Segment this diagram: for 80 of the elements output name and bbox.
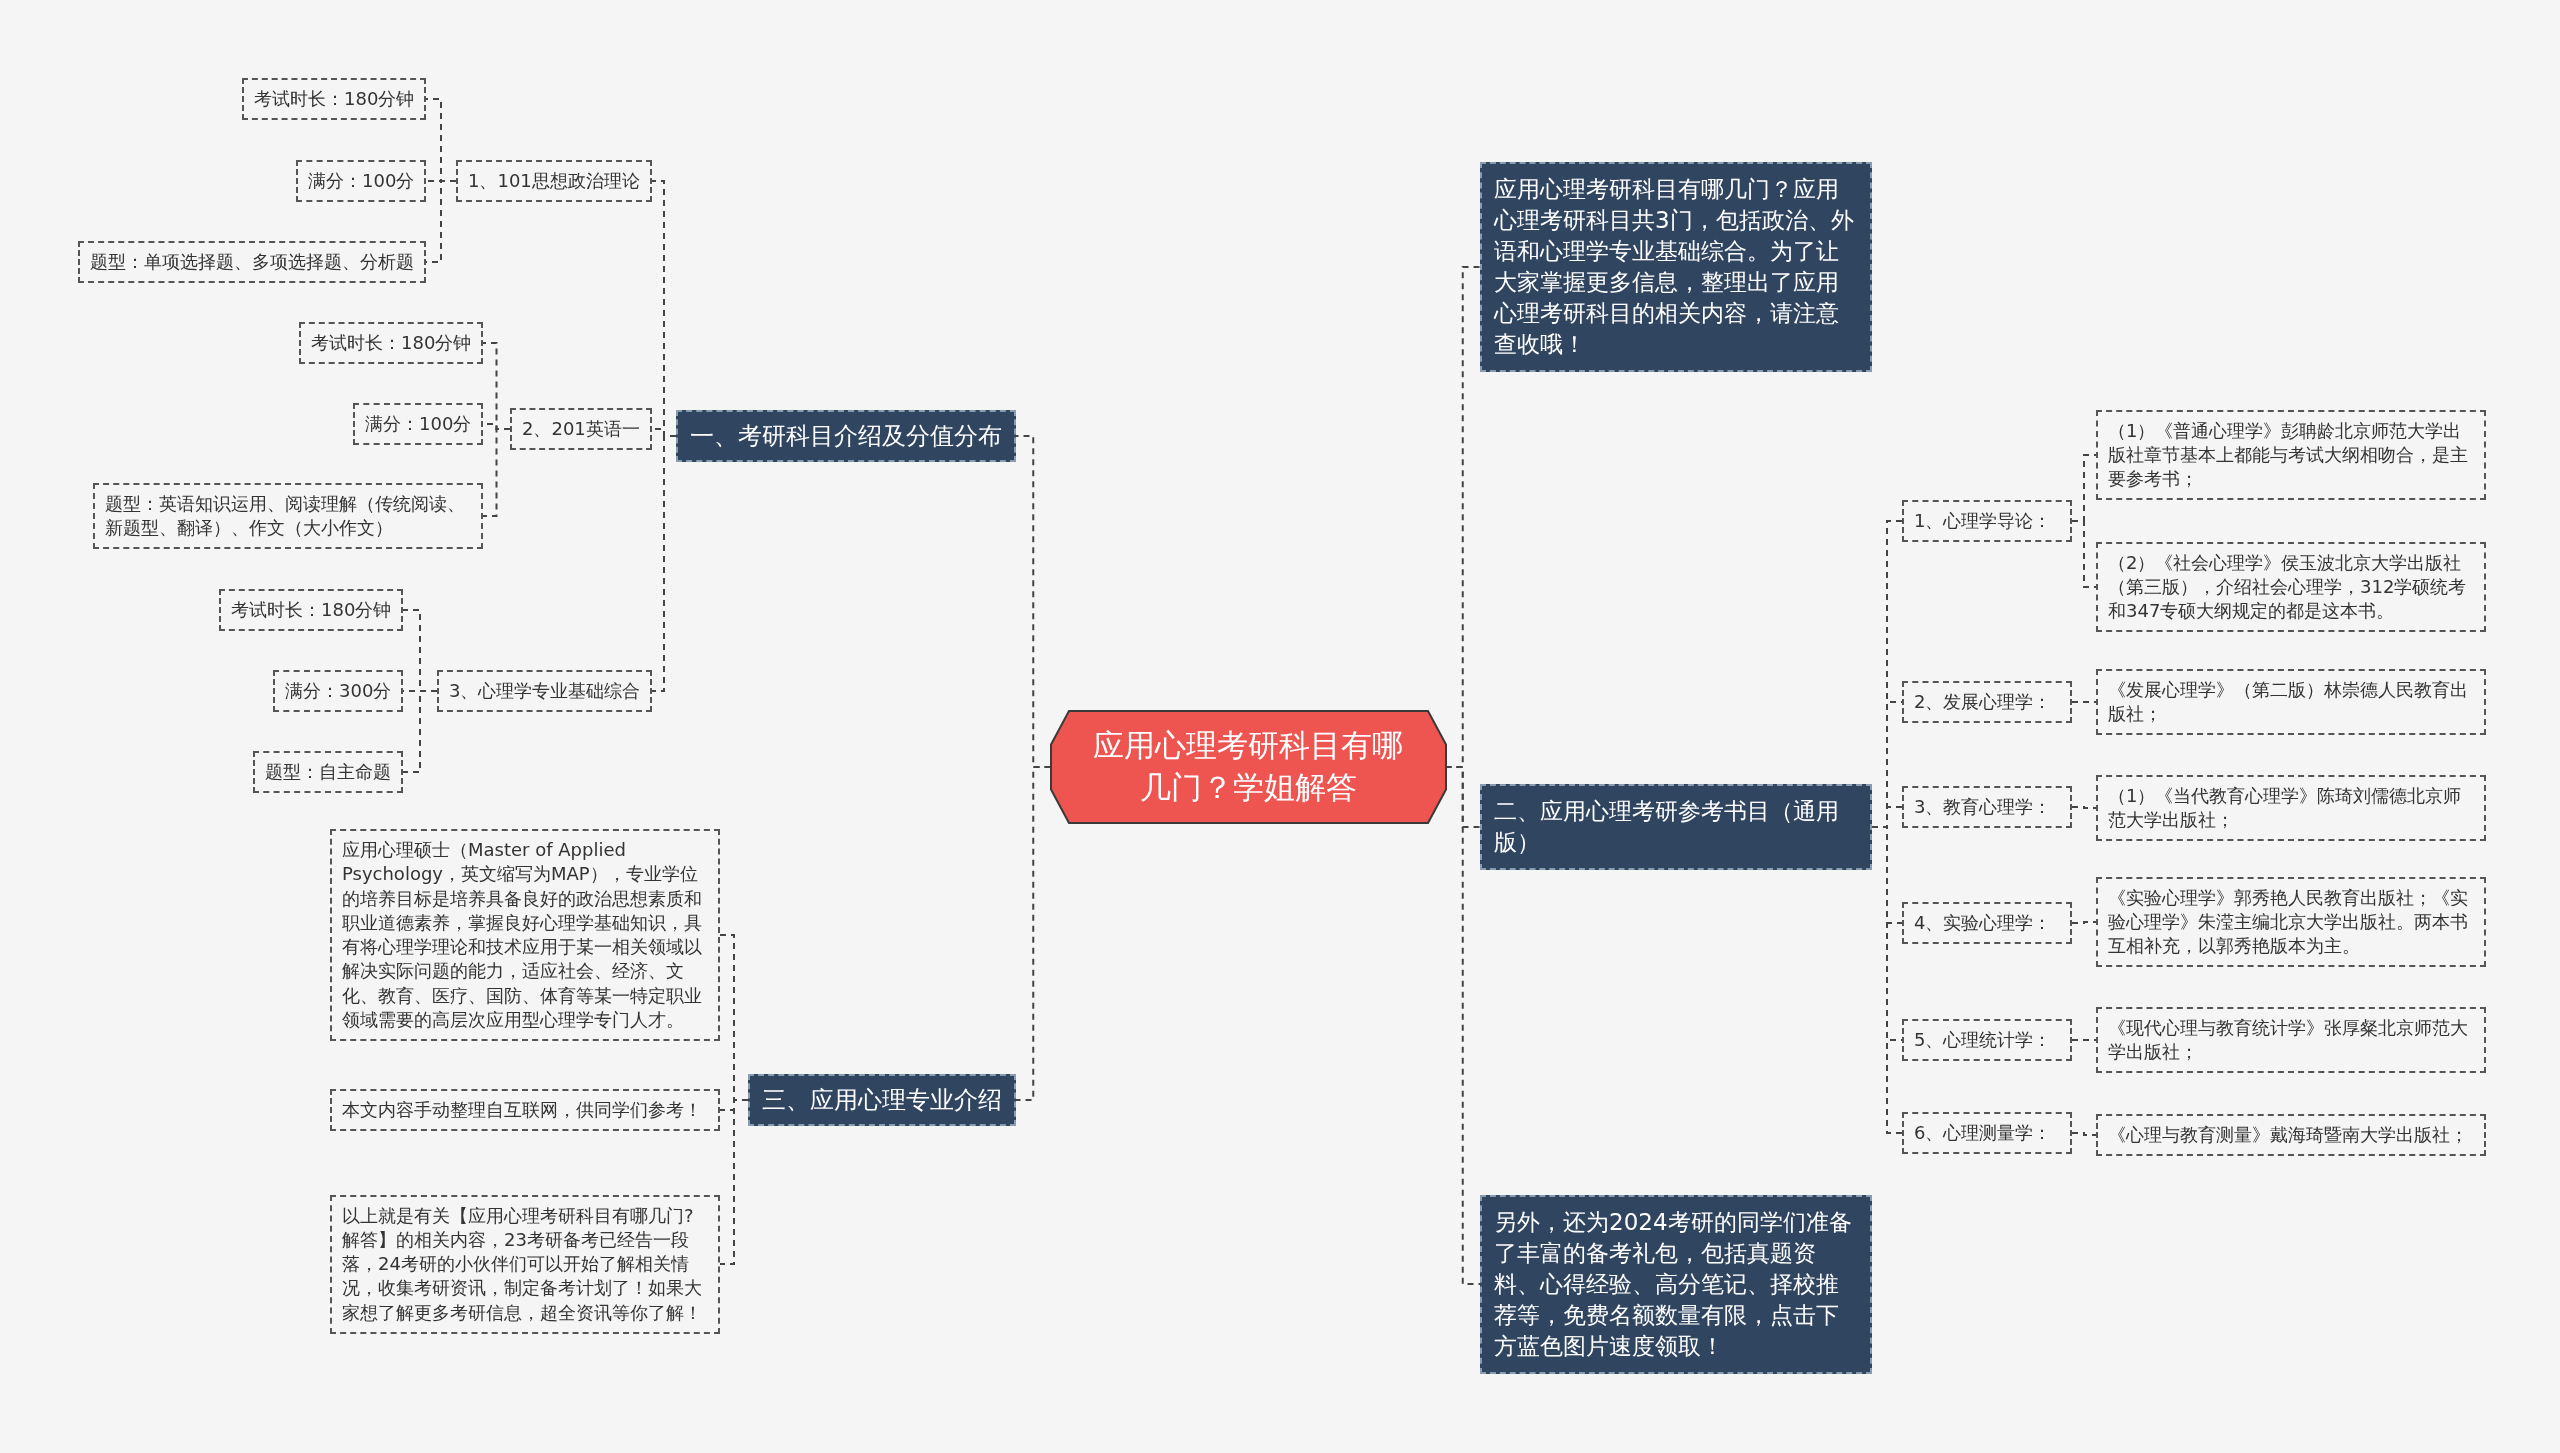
subtopic-box bbox=[253, 751, 403, 794]
topic-text: 满分：100分 bbox=[365, 413, 472, 434]
topic-text: 以上就是有关【应用心理考研科目有哪几门?解答】的相关内容，23考研备考已经告一段落，24考研的小伙伴们可以开始了解相关情况，收集考研资讯，制定备考计划了！如果大家想了解更多考研信息，超全资讯等你了解！ bbox=[342, 1204, 702, 1323]
topic-text: 《实验心理学》郭秀艳人民教育出版社；《实验心理学》朱滢主编北京大学出版社。两本书互相补充，以郭秀艳版本为主。 bbox=[2108, 886, 2468, 957]
subtopic-box bbox=[2096, 668, 2486, 736]
topic-text: 三、应用心理专业介绍 bbox=[762, 1086, 1002, 1114]
topic-text: 应用心理考研科目有哪几门？应用心理考研科目共3门，包括政治、外语和心理学专业基础综合。为了让大家掌握更多信息，整理出了应用心理考研科目的相关内容，请注意查收哦！ bbox=[1494, 176, 1854, 358]
subtopic-box bbox=[273, 670, 404, 713]
topic-text: 题型：英语知识运用、阅读理解（传统阅读、新题型、翻译）、作文（大小作文） bbox=[105, 492, 465, 538]
connector-line bbox=[2071, 921, 2097, 924]
text-card bbox=[1480, 162, 1872, 373]
topic-box bbox=[748, 1074, 1016, 1127]
topic-text: 3、心理学专业基础综合 bbox=[449, 680, 641, 701]
connector-line bbox=[1871, 826, 1903, 1134]
topic-text: 4、实验心理学： bbox=[1914, 912, 2052, 933]
subtopic-box bbox=[242, 78, 427, 121]
connector-line bbox=[719, 1099, 749, 1265]
topic-text: （1）《普通心理学》彭聃龄北京师范大学出版社章节基本上都能与考试大纲相吻合，是主要参考书； bbox=[2108, 419, 2468, 490]
connector-line bbox=[2071, 1039, 2097, 1041]
topic-text: 2、201英语一 bbox=[522, 418, 640, 439]
connector-line bbox=[482, 428, 511, 517]
subtopic-box bbox=[93, 482, 483, 550]
topic-text: 应用心理考研科目有哪几门？学姐解答 bbox=[1093, 727, 1403, 805]
subtopic-box bbox=[330, 1089, 720, 1132]
subtopic-box bbox=[2096, 876, 2486, 968]
topic-text: 考试时长：180分钟 bbox=[311, 332, 472, 353]
subtopic-box bbox=[2096, 409, 2486, 501]
topic-box bbox=[676, 410, 1016, 463]
topic-text: （1）《当代教育心理学》陈琦刘儒德北京师范大学出版社； bbox=[2108, 784, 2462, 830]
topic-text: （2）《社会心理学》侯玉波北京大学出版社（第三版），介绍社会心理学，312学硕统考和347专硕大纲规定的都是这本书。 bbox=[2108, 551, 2467, 622]
subtopic-box bbox=[2096, 774, 2486, 842]
text-card bbox=[1480, 784, 1872, 871]
subtopic-box bbox=[1902, 681, 2072, 724]
topic-text: 《心理与教育测量》戴海琦暨南大学出版社； bbox=[2108, 1124, 2468, 1145]
topic-text: 题型：单项选择题、多项选择题、分析题 bbox=[90, 251, 414, 272]
central-topic bbox=[1050, 711, 1446, 823]
connector-line bbox=[425, 180, 457, 263]
topic-text: 二、应用心理考研参考书目（通用版） bbox=[1494, 798, 1839, 856]
connector-line bbox=[2071, 1132, 2097, 1136]
subtopic-box bbox=[353, 403, 484, 446]
subtopic-box bbox=[1902, 902, 2072, 945]
subtopic-box bbox=[1902, 1019, 2072, 1062]
topic-text: 一、考研科目介绍及分值分布 bbox=[690, 422, 1002, 450]
subtopic-box bbox=[299, 322, 484, 365]
topic-text: 6、心理测量学： bbox=[1914, 1122, 2052, 1143]
topic-text: 应用心理硕士（Master of Applied Psychology，英文缩写为MAP），专业学位的培养目标是培养具备良好的政治思想素质和职业道德素养，掌握良好心理学基础知识，具有将心理学理论和技术应用于某一相关领域以解决实际问题的能力，适应社会、经济、文化、教育、医疗、国防、体育等某一特定职业领域需要的高层次应用型心理学专门人才。 bbox=[342, 839, 702, 1031]
subtopic-box bbox=[2096, 541, 2486, 633]
connector-line bbox=[2071, 520, 2097, 588]
subtopic-box bbox=[330, 829, 720, 1042]
connector-line bbox=[2071, 806, 2097, 809]
subtopic-box bbox=[1902, 786, 2072, 829]
topic-text: 5、心理统计学： bbox=[1914, 1029, 2052, 1050]
topic-text: 满分：300分 bbox=[285, 680, 392, 701]
topic-text: 3、教育心理学： bbox=[1914, 796, 2052, 817]
topic-text: 1、心理学导论： bbox=[1914, 510, 2052, 531]
topic-text: 满分：100分 bbox=[308, 170, 415, 191]
subtopic-box bbox=[296, 160, 427, 203]
topic-text: 2、发展心理学： bbox=[1914, 691, 2052, 712]
connector-line bbox=[402, 690, 438, 773]
subtopic-box bbox=[2096, 1006, 2486, 1074]
subtopic-box bbox=[330, 1194, 720, 1334]
topic-text: 《现代心理与教育统计学》张厚粲北京师范大学出版社； bbox=[2108, 1016, 2468, 1062]
subtopic-box bbox=[510, 408, 652, 451]
subtopic-box bbox=[437, 670, 653, 713]
text-card bbox=[1480, 1194, 1872, 1374]
topic-text: 考试时长：180分钟 bbox=[231, 599, 392, 620]
topic-text: 考试时长：180分钟 bbox=[254, 88, 415, 109]
subtopic-box bbox=[456, 160, 652, 203]
topic-text: 本文内容手动整理自互联网，供同学们参考！ bbox=[342, 1099, 702, 1120]
subtopic-box bbox=[1902, 1112, 2072, 1155]
topic-text: 1、101思想政治理论 bbox=[468, 170, 640, 191]
connector-line bbox=[2071, 701, 2097, 703]
subtopic-box bbox=[2096, 1114, 2486, 1157]
connector-line bbox=[651, 435, 677, 692]
subtopic-box bbox=[1902, 500, 2072, 543]
topic-text: 《发展心理学》（第二版）林崇德人民教育出版社； bbox=[2108, 678, 2468, 724]
topic-text: 题型：自主命题 bbox=[265, 761, 391, 782]
subtopic-box bbox=[78, 241, 426, 284]
subtopic-box bbox=[219, 589, 404, 632]
topic-text: 另外，还为2024考研的同学们准备了丰富的备考礼包，包括真题资料、心得经验、高分笔记、择校推荐等，免费名额数量有限，点击下方蓝色图片速度领取！ bbox=[1494, 1208, 1852, 1359]
